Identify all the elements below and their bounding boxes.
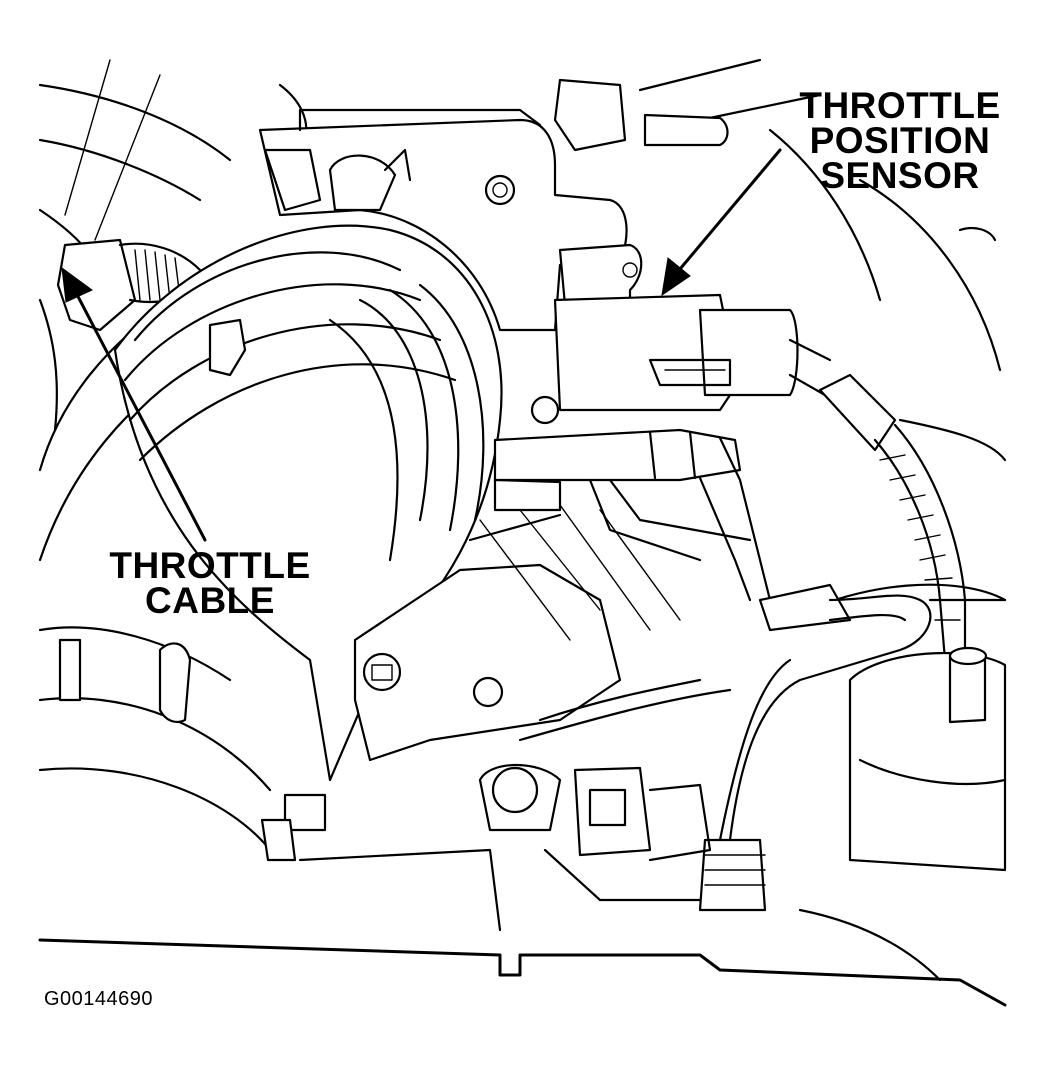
bottom-outline <box>38 908 1007 1007</box>
throttle-body <box>258 78 729 425</box>
right-canister <box>848 646 1007 872</box>
lower-sensor-bracket <box>298 764 712 932</box>
throttle-cable-label-line-1: THROTTLE <box>109 545 311 586</box>
throttle-position-sensor-label-line-2: POSITION <box>809 120 991 161</box>
pipes <box>493 428 932 912</box>
throttle-cable-housing <box>56 238 202 332</box>
figure-code: G00144690 <box>44 988 154 1010</box>
throttle-position-sensor-arrowhead <box>661 257 691 297</box>
intake-bellows <box>113 224 503 782</box>
throttle-cable-arrowhead <box>61 266 93 303</box>
throttle-cable-leader <box>70 283 207 542</box>
throttle-position-sensor-label-line-1: THROTTLE <box>799 85 1001 126</box>
background-contours <box>38 58 1007 622</box>
pointer-arrows <box>61 148 782 542</box>
left-hose-arcs <box>38 298 327 862</box>
throttle-cable-label: THROTTLE CABLE <box>100 545 320 621</box>
throttle-position-sensor <box>553 243 832 412</box>
throttle-position-sensor-label-line-3: SENSOR <box>820 155 980 196</box>
lower-manifold <box>353 504 732 762</box>
throttle-cable-label-line-2: CABLE <box>145 580 275 621</box>
throttle-position-sensor-label: THROTTLE POSITION SENSOR <box>785 85 1015 196</box>
wiring-harness <box>818 373 967 662</box>
throttle-position-sensor-leader <box>673 148 782 277</box>
